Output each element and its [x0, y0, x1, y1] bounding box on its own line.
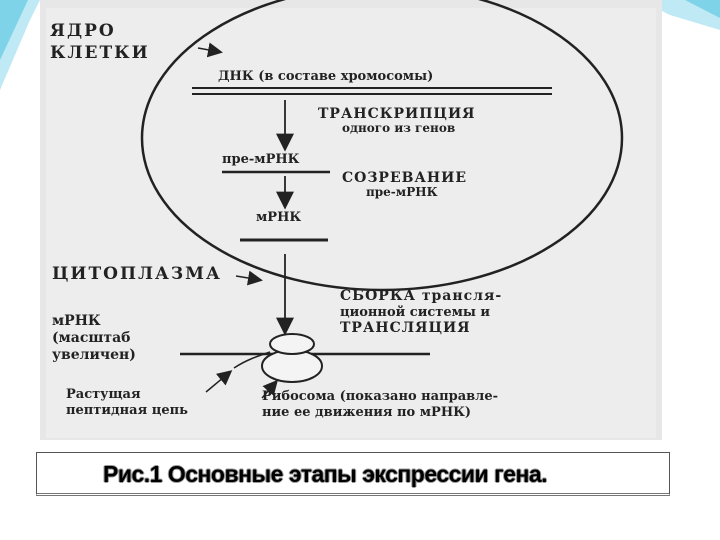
assembly-label-line-3: ТРАНСЛЯЦИЯ: [340, 320, 471, 336]
transcription-label-line-2: одного из генов: [342, 121, 455, 135]
diagram-scan-inner: [46, 8, 656, 438]
nucleus-circle: [140, 0, 624, 292]
decorative-corner-left: [0, 0, 40, 90]
nucleus-label-line-1: ЯДРО: [50, 21, 116, 41]
caption-box: Рис.1 Основные этапы экспрессии гена.: [36, 452, 670, 496]
nucleus-pointer-arrow: [197, 42, 223, 58]
nucleus-label-line-2: КЛЕТКИ: [50, 43, 150, 63]
ribosome-pointer-arrow: [261, 379, 278, 399]
figure-caption: Рис.1 Основные этапы экспрессии гена.: [103, 461, 548, 487]
maturation-label-line-1: СОЗРЕВАНИЕ: [342, 170, 467, 186]
peptide-chain: [233, 351, 271, 369]
assembly-label-line-1: СБОРКА трансля-: [340, 288, 502, 304]
cytoplasm-pointer-arrow: [235, 270, 263, 286]
pre-mrna-label: пре-мРНК: [222, 152, 300, 167]
cytoplasm-label: ЦИТОПЛАЗМА: [52, 264, 222, 284]
peptide-label-line-1: Растущая: [66, 387, 141, 402]
peptide-pointer-arrow: [205, 370, 233, 393]
dna-label: ДНК (в составе хромосомы): [218, 69, 433, 84]
assembly-label-line-2: ционной системы и: [340, 305, 490, 320]
mrna-label: мРНК: [256, 210, 301, 225]
mrna-scale-label-line-3: увеличен): [52, 347, 136, 363]
ribosome-small-subunit: [269, 333, 315, 355]
diagram-scan-background: [40, 0, 662, 440]
mrna-scale-label-line-2: (масштаб: [52, 330, 131, 346]
transcription-label-line-1: ТРАНСКРИПЦИЯ: [318, 106, 476, 122]
peptide-label-line-2: пептидная цепь: [66, 403, 188, 418]
gene-expression-diagram: ЯДРО КЛЕТКИ ДНК (в составе хромосомы) ТР…: [50, 0, 624, 420]
mrna-scale-label-line-1: мРНК: [52, 313, 101, 329]
maturation-label-line-2: пре-мРНК: [366, 185, 438, 199]
ribosome-label-line-1: Рибосома (показано направле-: [262, 389, 498, 404]
ribosome-label-line-2: ние ее движения по мРНК): [262, 405, 471, 420]
